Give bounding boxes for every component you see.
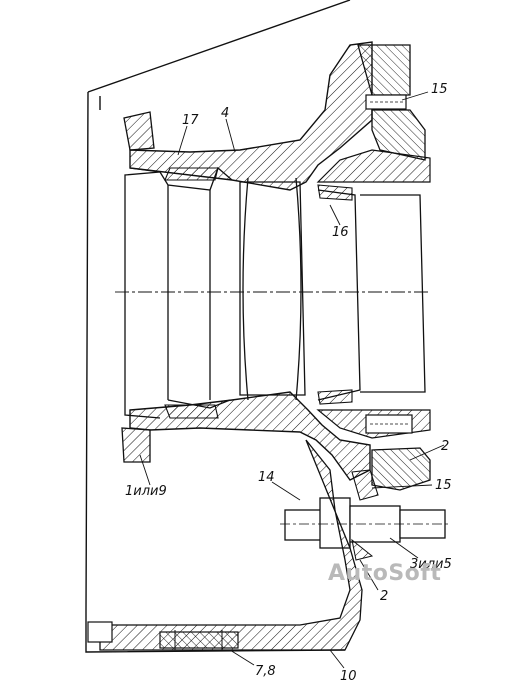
bolt-hole-bottom — [365, 414, 413, 434]
label-14: 14 — [258, 470, 275, 485]
lower-housing — [87, 439, 363, 651]
bearing-cups — [164, 167, 353, 419]
label-17: 17 — [182, 113, 199, 128]
label-2-bottom: 2 — [380, 589, 388, 604]
label-4: 4 — [221, 106, 229, 121]
label-7-8: 7,8 — [255, 664, 276, 679]
label-2-top: 2 — [441, 439, 449, 454]
bearing-races — [124, 166, 426, 419]
stud-bolt — [280, 497, 450, 561]
label-10: 10 — [340, 669, 357, 684]
watermark: AutoSoft — [328, 561, 441, 586]
housing-outline — [85, 0, 351, 653]
label-3-or-5: 3или5 — [410, 557, 452, 572]
label-15-mid: 15 — [435, 478, 452, 493]
rivet-set — [159, 631, 239, 649]
label-16: 16 — [332, 225, 349, 240]
leader-lines — [139, 91, 445, 669]
left-ring — [121, 111, 155, 463]
label-1-or-9: 1или9 — [125, 484, 167, 499]
label-15-top: 15 — [431, 82, 448, 97]
flange-top — [357, 44, 426, 161]
flange-bottom — [351, 414, 431, 501]
